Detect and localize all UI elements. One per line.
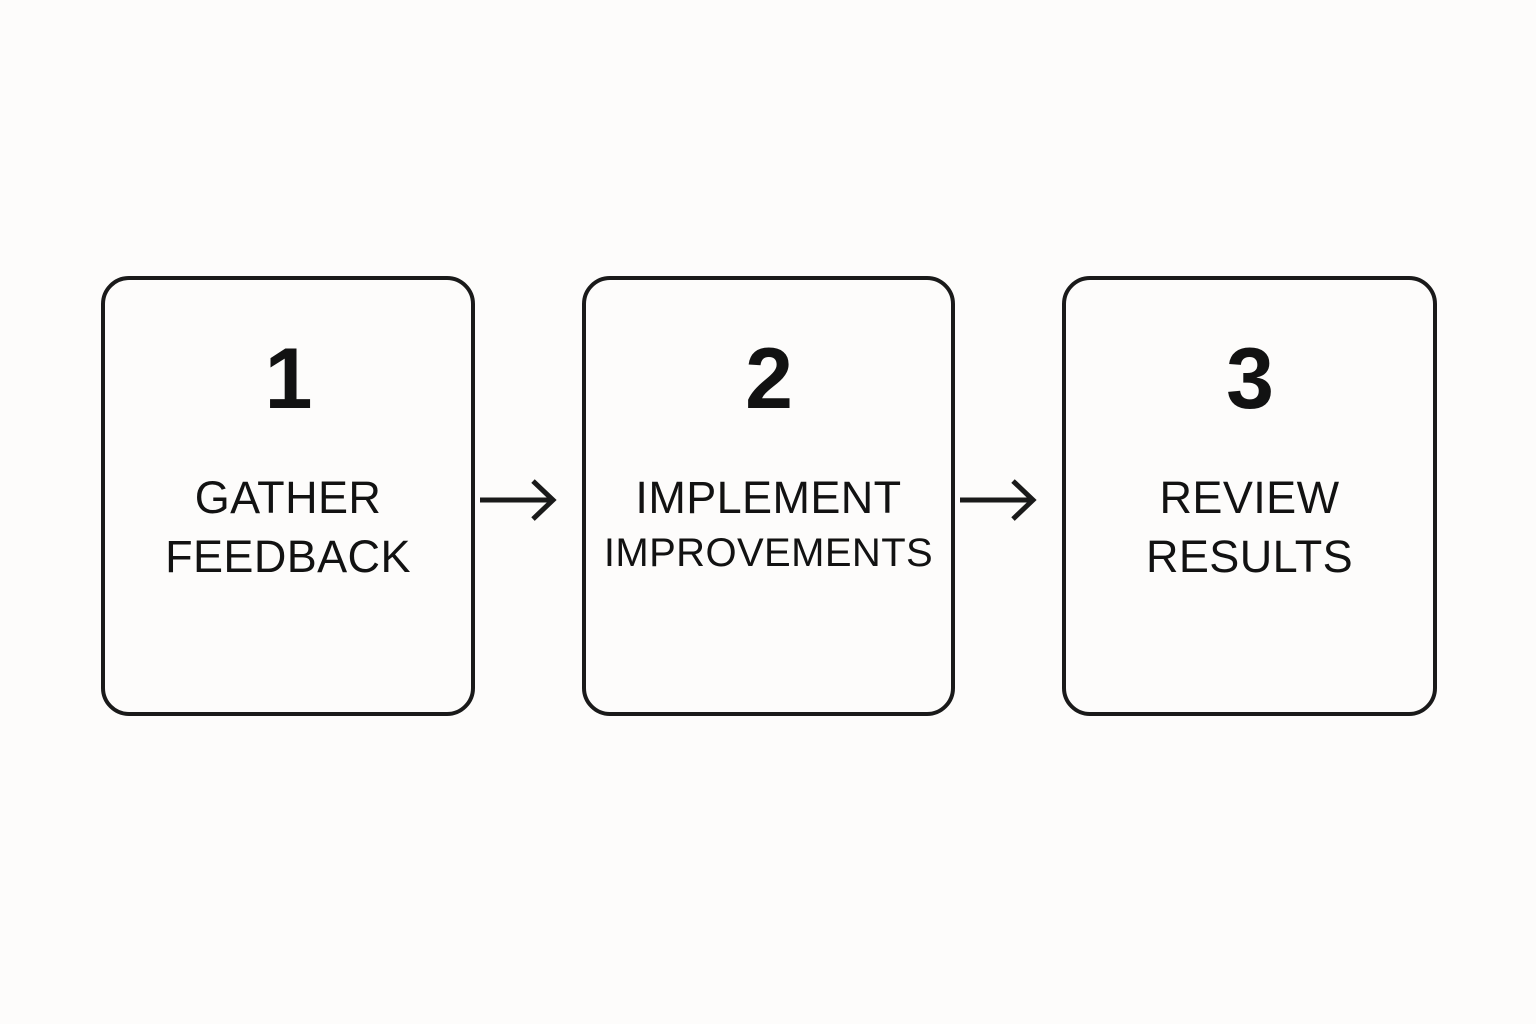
step-label-1-line-1: GATHER bbox=[194, 472, 382, 523]
step-label-3-line-1: REVIEW bbox=[1159, 472, 1340, 523]
arrow-right-icon bbox=[960, 479, 1037, 521]
step-number-1: 1 bbox=[264, 331, 313, 427]
step-number-2: 2 bbox=[745, 331, 793, 427]
connector-arrow-1 bbox=[474, 470, 574, 530]
step-card-3[interactable]: 3 REVIEW RESULTS bbox=[1062, 276, 1437, 716]
step-label-2-line-1: IMPLEMENT bbox=[635, 472, 902, 523]
step-label-1-line-2: FEEDBACK bbox=[165, 531, 411, 583]
step-label-3-line-2: RESULTS bbox=[1145, 531, 1353, 583]
step-label-2-line-2: IMPROVEMENTS bbox=[603, 531, 934, 576]
step-card-2[interactable]: 2 IMPLEMENT IMPROVEMENTS bbox=[582, 276, 955, 716]
connector-arrow-2 bbox=[954, 470, 1054, 530]
step-label-3: REVIEW RESULTS bbox=[1066, 468, 1433, 587]
arrow-right-icon bbox=[480, 479, 557, 521]
step-label-2: IMPLEMENT IMPROVEMENTS bbox=[586, 468, 951, 580]
step-card-1[interactable]: 1 GATHER FEEDBACK bbox=[101, 276, 475, 716]
step-number-3: 3 bbox=[1226, 331, 1274, 427]
step-label-1: GATHER FEEDBACK bbox=[105, 468, 471, 587]
